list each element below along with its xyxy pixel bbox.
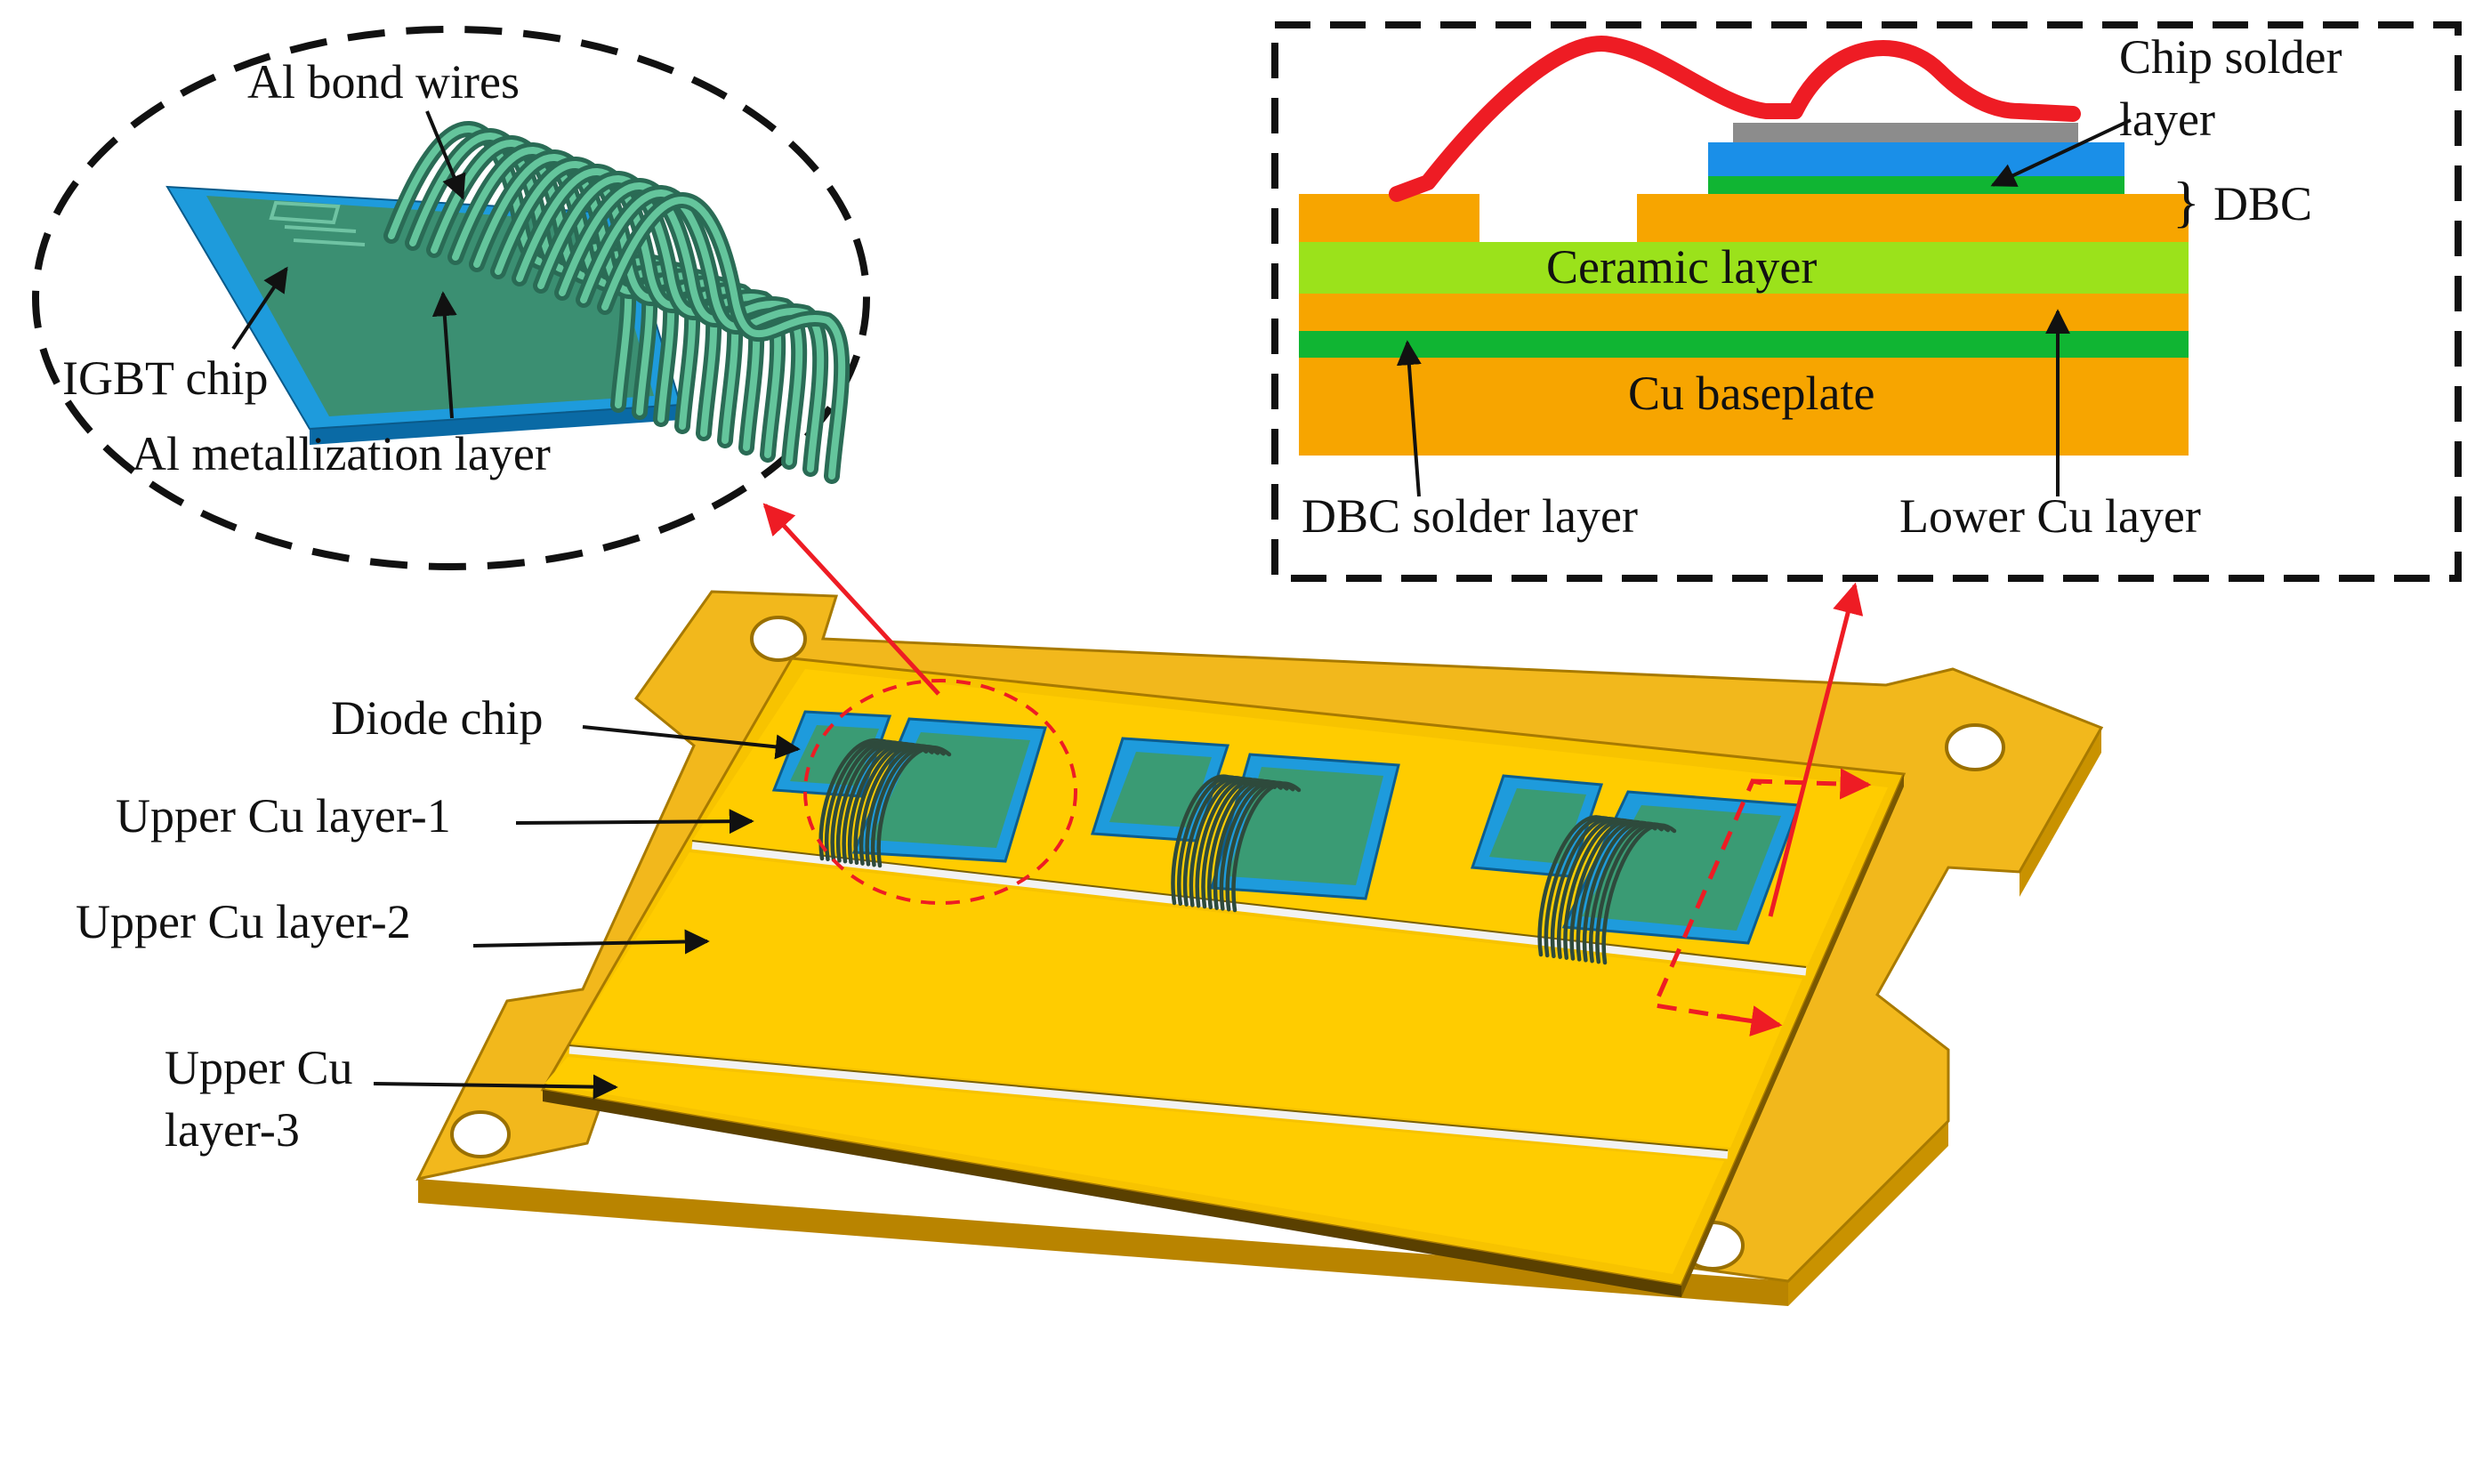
trench-line bbox=[691, 841, 1807, 976]
chip-section bbox=[1708, 142, 2124, 176]
power-module-3d bbox=[415, 590, 2104, 1306]
mounting-hole bbox=[450, 1110, 511, 1158]
cross-section-view: Ceramic layer Cu baseplate Chip solder l… bbox=[1271, 21, 2462, 582]
section-cut-arrow-bottom bbox=[1716, 1005, 1783, 1036]
module-annotations: Diode chip Upper Cu layer-1 Upper Cu lay… bbox=[76, 691, 801, 1157]
zoom-circle bbox=[803, 679, 1077, 905]
dbc-substrate-right-edge bbox=[1681, 774, 1904, 1297]
label-al-metallization: Al metallization layer bbox=[132, 427, 551, 480]
label-diode-chip: Diode chip bbox=[331, 691, 543, 745]
upper-cu-right bbox=[1637, 194, 2189, 242]
bond-wire bbox=[876, 746, 952, 868]
zoom-arrow-right bbox=[1768, 582, 1864, 917]
label-al-bond-wires: Al bond wires bbox=[247, 55, 520, 109]
label-dbc: DBC bbox=[2213, 177, 2312, 230]
label-upper-cu-layer-3-line1: Upper Cu bbox=[165, 1041, 352, 1094]
baseplate-side-right bbox=[1788, 1121, 1948, 1306]
chip-solder-layer bbox=[1708, 176, 2124, 194]
label-dbc-solder-layer: DBC solder layer bbox=[1302, 489, 1638, 543]
red-pointers bbox=[762, 503, 1872, 1036]
detail-metallization-pattern bbox=[269, 200, 366, 246]
label-ceramic-layer: Ceramic layer bbox=[1546, 240, 1817, 294]
label-lower-cu-layer: Lower Cu layer bbox=[1899, 489, 2201, 543]
label-chip-solder-line2: layer bbox=[2119, 93, 2215, 146]
arrow-upper-cu-layer-2 bbox=[472, 929, 710, 955]
label-cu-baseplate: Cu baseplate bbox=[1628, 367, 1874, 420]
chip-detail-view: Al bond wires IGBT chip Al metallization… bbox=[32, 26, 870, 570]
label-upper-cu-layer-3-line2: layer-3 bbox=[165, 1103, 300, 1157]
bond-wire bbox=[1601, 823, 1677, 965]
arrow-upper-cu-layer-3 bbox=[373, 1074, 618, 1100]
trench-line bbox=[568, 1044, 1729, 1151]
diode-chip-die bbox=[1109, 752, 1212, 827]
baseplate-tab-side-right bbox=[2020, 728, 2101, 897]
detail-ellipse bbox=[32, 26, 870, 570]
zoom-arrow-left bbox=[762, 503, 940, 696]
mounting-hole bbox=[1945, 723, 2005, 771]
lower-cu-layer bbox=[1299, 294, 2189, 331]
detail-igbt-chip-side bbox=[310, 403, 681, 445]
arrow-igbt-chip bbox=[231, 266, 288, 351]
upper-cu-left bbox=[1299, 194, 1479, 242]
arrow-diode-chip bbox=[582, 725, 801, 760]
ceramic-layer bbox=[1299, 242, 2189, 294]
arrow-al-metallization bbox=[431, 291, 457, 419]
cu-baseplate bbox=[1299, 358, 2189, 456]
arrow-chip-solder bbox=[1990, 118, 2132, 187]
trench-line bbox=[568, 1045, 1729, 1159]
label-upper-cu-layer-2: Upper Cu layer-2 bbox=[76, 895, 411, 948]
detail-bond-wire-highlight bbox=[559, 182, 803, 465]
bond-wire-bundles bbox=[818, 738, 1677, 965]
upper-cu-layer-2-region bbox=[571, 852, 1802, 1148]
label-chip-solder-line1: Chip solder bbox=[2119, 30, 2342, 84]
arrow-al-bond-wires bbox=[425, 110, 466, 200]
detail-bond-wire-highlight bbox=[580, 190, 825, 472]
detail-bond-wires bbox=[383, 121, 851, 484]
arrow-dbc-solder bbox=[1396, 340, 1422, 497]
label-igbt-chip: IGBT chip bbox=[62, 351, 268, 405]
igbt-chip-die bbox=[1228, 767, 1383, 885]
bond-wire-section bbox=[1389, 36, 2081, 202]
chip-top-metal bbox=[1733, 123, 2078, 142]
mounting-hole bbox=[750, 616, 807, 662]
baseplate-side bbox=[418, 1179, 1788, 1306]
upper-cu-layer-3-region bbox=[544, 1057, 1724, 1274]
detail-bond-wire-highlight bbox=[601, 197, 846, 480]
dbc-substrate-front-edge bbox=[543, 1090, 1681, 1297]
detail-bond-wire-highlight bbox=[537, 175, 782, 458]
dbc-solder-layer bbox=[1299, 331, 2189, 358]
arrow-upper-cu-layer-1 bbox=[515, 809, 754, 835]
cross-section-frame bbox=[1271, 21, 2462, 582]
bond-wire bbox=[1231, 781, 1302, 913]
label-dbc-brace: } bbox=[2173, 170, 2200, 233]
section-cut-arrow-top bbox=[1752, 768, 1872, 800]
label-upper-cu-layer-1: Upper Cu layer-1 bbox=[116, 789, 451, 843]
